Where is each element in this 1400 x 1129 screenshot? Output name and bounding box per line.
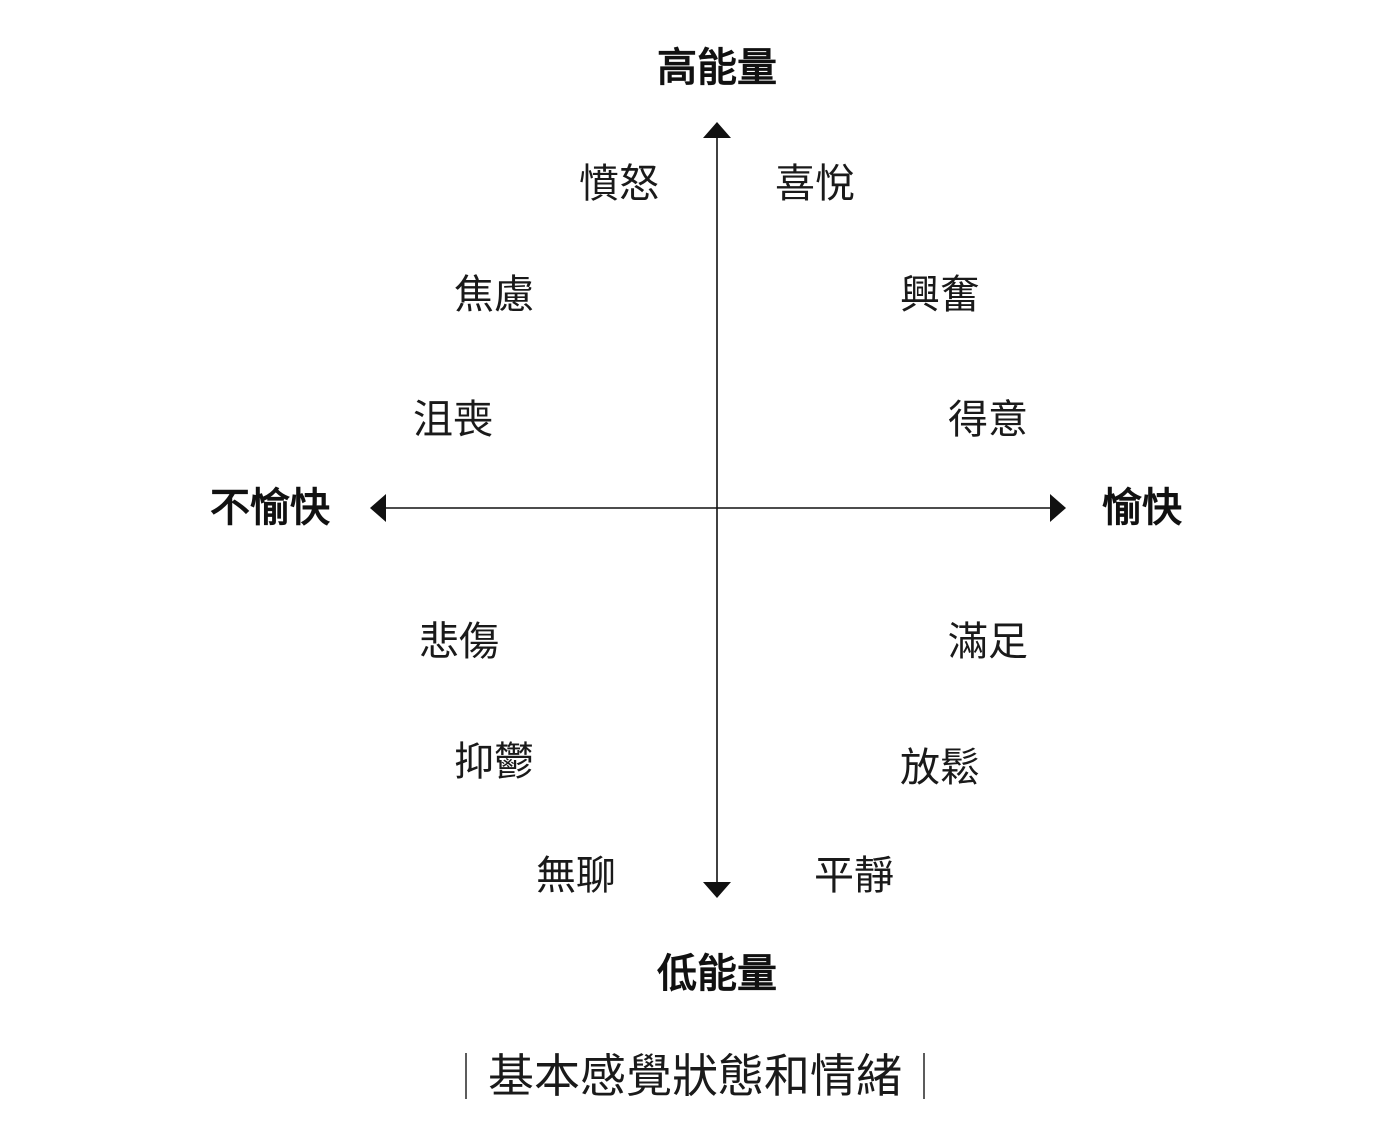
emotion-upper-left: 沮喪 [413, 397, 493, 443]
pole-unpleasant: 不愉快 [210, 485, 331, 531]
diagram-caption: 基本感覺狀態和情緒 [488, 1049, 902, 1103]
emotion-lower-right: 滿足 [948, 619, 1028, 665]
emotion-upper-left: 焦慮 [454, 272, 534, 318]
emotion-upper-right: 興奮 [900, 272, 980, 318]
pole-pleasant: 愉快 [1102, 485, 1183, 531]
emotion-lower-right: 放鬆 [900, 745, 980, 791]
arrow-up-icon [703, 122, 731, 138]
arrow-down-icon [703, 882, 731, 898]
arrow-right-icon [1050, 494, 1066, 522]
pole-high-energy: 高能量 [657, 45, 777, 91]
emotion-upper-right: 喜悅 [775, 161, 855, 207]
emotion-lower-left: 抑鬱 [454, 739, 534, 785]
emotion-lower-left: 悲傷 [419, 619, 499, 665]
pole-low-energy: 低能量 [657, 951, 777, 997]
arrow-left-icon [370, 494, 386, 522]
emotion-lower-left: 無聊 [536, 853, 616, 899]
emotion-lower-right: 平靜 [814, 853, 894, 899]
emotion-upper-right: 得意 [948, 397, 1028, 443]
emotion-upper-left: 憤怒 [579, 161, 659, 207]
